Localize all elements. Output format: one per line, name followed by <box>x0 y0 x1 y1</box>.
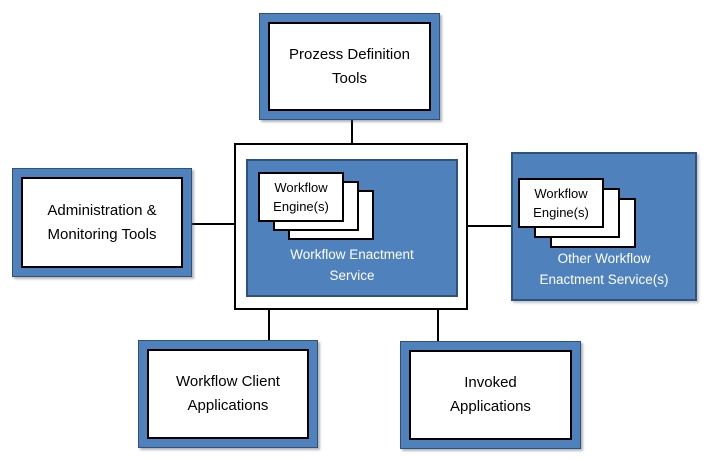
engine-label-line: Engine(s) <box>533 205 589 220</box>
connector-top-to-center <box>351 120 353 143</box>
engine-label-line: Workflow <box>534 186 588 201</box>
workflow-engine-card: Workflow Engine(s) <box>258 172 344 222</box>
node-label-line: Applications <box>187 397 269 414</box>
node-label-line: Administration & <box>47 201 157 219</box>
engine-label-line: Engine(s) <box>273 199 329 214</box>
node-label-line: Prozess Definition <box>289 45 410 63</box>
workflow-engine-card: Workflow Engine(s) <box>518 178 604 228</box>
panel-label-line: Service <box>329 268 375 283</box>
node-administration-monitoring-tools: Administration & Monitoring Tools <box>12 168 192 277</box>
connector-center-to-client <box>268 310 270 340</box>
panel-label: Workflow Enactment Service <box>248 244 456 286</box>
node-label-line: Applications <box>450 398 531 415</box>
connector-center-to-invoked <box>437 310 439 341</box>
node-process-definition-tools: Prozess Definition Tools <box>259 13 440 120</box>
node-enactment-service-container: Workflow Engine(s) Workflow Enactment Se… <box>234 143 468 310</box>
node-label-line: Tools <box>331 69 368 87</box>
panel-label-line: Workflow Enactment <box>290 247 414 262</box>
connector-center-to-other <box>468 225 511 227</box>
connector-admin-to-center <box>192 223 234 225</box>
node-label-line: Workflow Client <box>176 373 280 390</box>
node-label-line: Monitoring Tools <box>47 225 157 243</box>
node-invoked-applications: Invoked Applications <box>400 341 581 449</box>
node-label-line: Invoked <box>464 374 517 391</box>
node-workflow-enactment-service: Workflow Engine(s) Workflow Enactment Se… <box>246 159 458 297</box>
engine-label-line: Workflow <box>274 180 328 195</box>
panel-label-line: Enactment Service(s) <box>539 272 669 287</box>
panel-label: Other Workflow Enactment Service(s) <box>513 248 695 290</box>
node-workflow-client-applications: Workflow Client Applications <box>138 340 318 448</box>
node-other-workflow-enactment-service: Workflow Engine(s) Other Workflow Enactm… <box>511 152 697 301</box>
panel-label-line: Other Workflow <box>557 251 651 266</box>
